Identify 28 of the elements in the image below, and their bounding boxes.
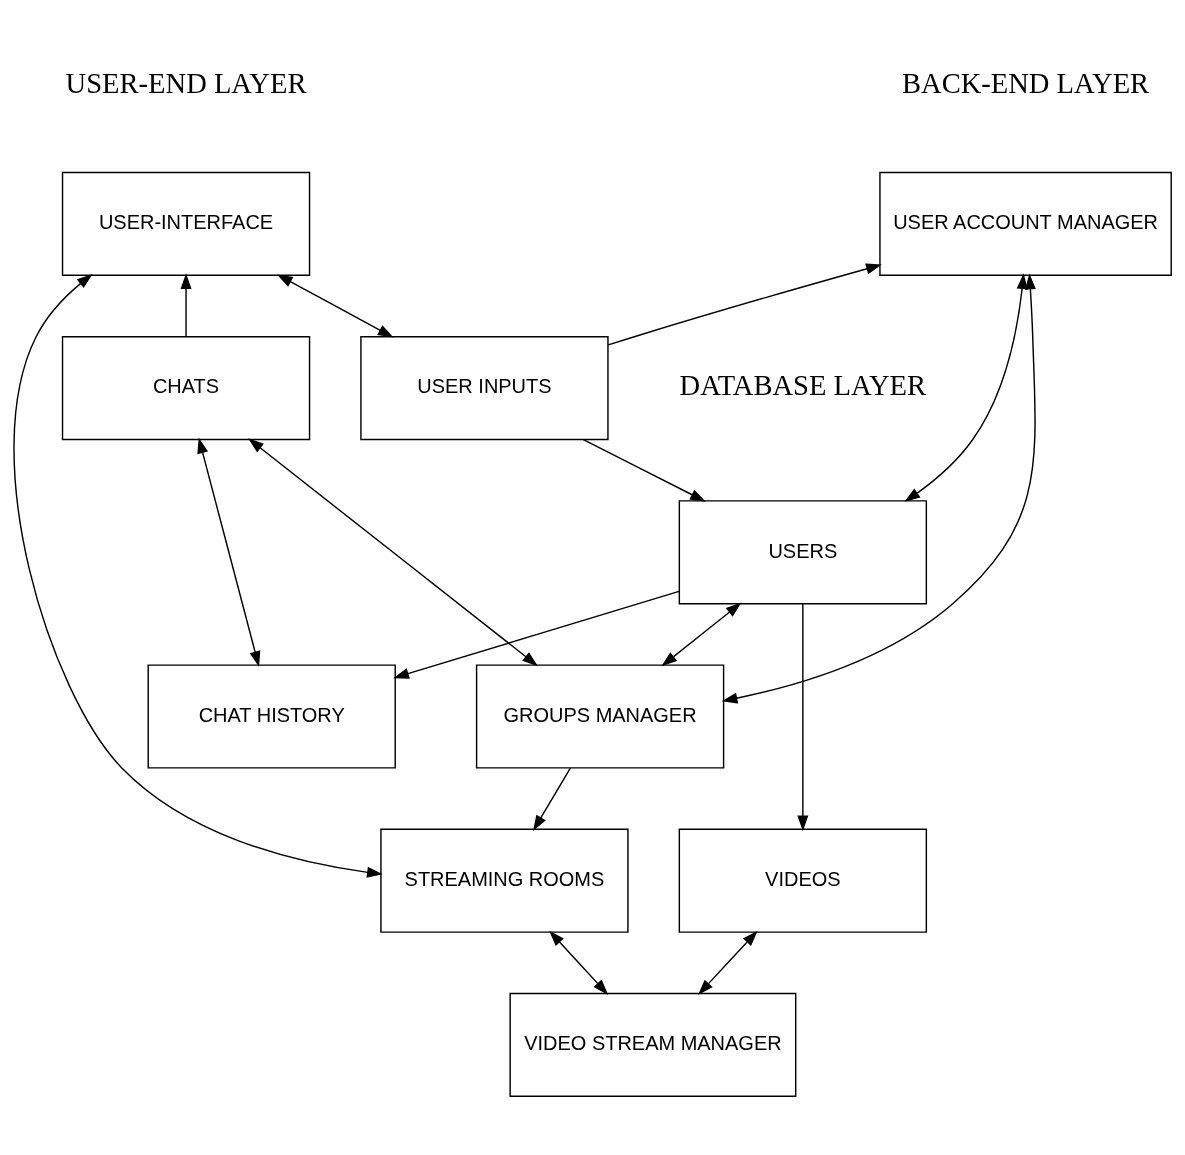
node-box: USERS xyxy=(678,499,928,604)
node-box: CHAT HISTORY xyxy=(147,663,396,769)
node-box: USER INPUTS xyxy=(360,335,609,440)
arrow xyxy=(661,602,742,666)
arrow xyxy=(248,437,538,666)
label: BACK-END LAYER xyxy=(902,67,1150,99)
arrow xyxy=(607,263,882,346)
arrow xyxy=(582,438,706,502)
arrow xyxy=(197,437,261,667)
arrow xyxy=(180,272,192,337)
arrow xyxy=(698,930,758,995)
arrow xyxy=(13,273,383,878)
node-box: USER ACCOUNT MANAGER xyxy=(879,171,1172,276)
arrow xyxy=(549,930,609,995)
arrow xyxy=(276,273,394,338)
label: DATABASE LAYER xyxy=(679,369,927,401)
node-box: STREAMING ROOMS xyxy=(380,828,629,933)
arrow xyxy=(797,602,809,831)
node-box: GROUPS MANAGER xyxy=(475,663,725,769)
arrow xyxy=(904,272,1028,502)
node-box: VIDEOS xyxy=(678,828,928,933)
label: USER-END LAYER xyxy=(65,67,307,99)
arrow xyxy=(721,273,1036,704)
node-box: VIDEO STREAM MANAGER xyxy=(509,992,797,1097)
node-box: USER-INTERFACE xyxy=(61,171,311,276)
node-box: CHATS xyxy=(61,335,311,440)
arrow xyxy=(393,590,680,679)
arrow xyxy=(533,766,572,831)
